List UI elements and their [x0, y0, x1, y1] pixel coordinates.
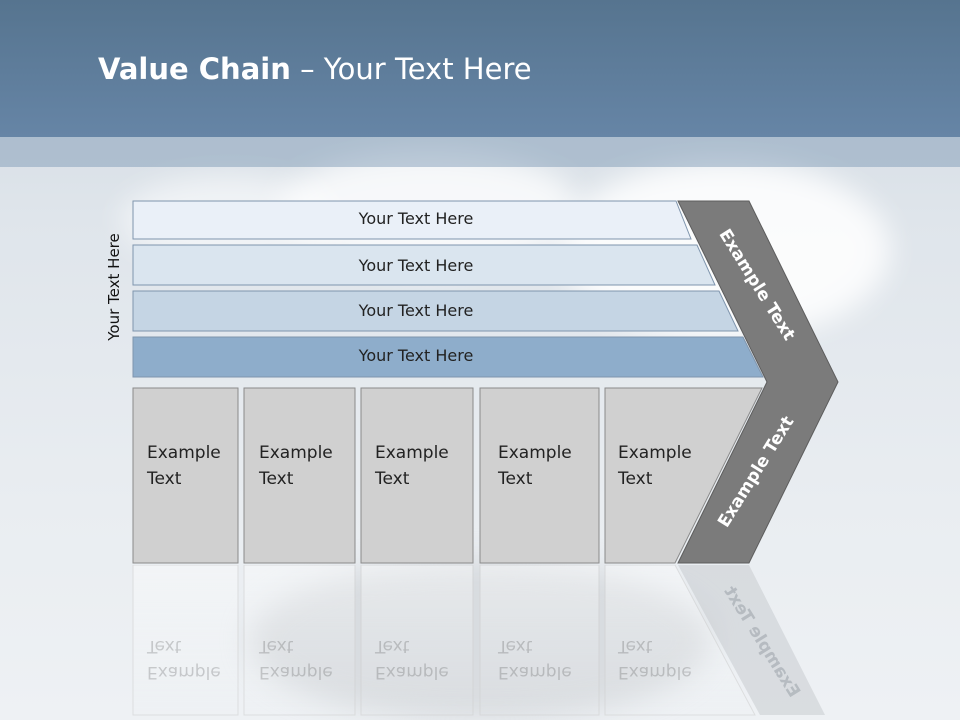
- row-label-2: Your Text Here: [358, 256, 474, 275]
- reflection-label: Example Text: [618, 633, 692, 685]
- activity-box-5: [604, 387, 763, 564]
- activity-label-line: Text: [375, 469, 410, 489]
- reflection-box: [132, 565, 239, 716]
- reflection-label: Example Text: [375, 633, 449, 685]
- reflection-label-line: Example: [375, 662, 449, 682]
- reflection-label-line: Example: [498, 662, 572, 682]
- reflection-label-line: Example: [259, 662, 333, 682]
- reflection-label: Example Text: [259, 633, 333, 685]
- reflection-label: Example Text: [498, 633, 572, 685]
- reflection-box: [479, 565, 600, 716]
- activity-box-2: [243, 387, 356, 564]
- reflection-label-line: Example: [147, 662, 221, 682]
- row-bar-2: [132, 244, 716, 286]
- row-bar-4: [132, 336, 764, 378]
- row-bar-1: [132, 200, 692, 240]
- title-rest: – Your Text Here: [290, 52, 532, 86]
- activity-label-line: Example: [618, 443, 692, 463]
- reflection-label-line: Text: [259, 636, 294, 656]
- title-bar: [0, 0, 960, 137]
- activity-label-line: Example: [375, 443, 449, 463]
- reflection-chevron: [678, 565, 825, 715]
- activity-label-line: Example: [259, 443, 333, 463]
- diagram-reflection: Example Text Example Text Example Text Exam…: [0, 565, 960, 720]
- activity-box-1: [132, 387, 239, 564]
- row-label-4: Your Text Here: [358, 346, 474, 365]
- reflection-box: [604, 565, 756, 716]
- activity-label-line: Text: [147, 469, 182, 489]
- row-label-1: Your Text Here: [358, 209, 474, 228]
- activity-label-line: Text: [259, 469, 294, 489]
- title-bold: Value Chain: [98, 52, 291, 86]
- reflection-label: Example Text: [147, 633, 221, 685]
- reflection-label-line: Text: [498, 636, 533, 656]
- reflection-label-line: Text: [375, 636, 410, 656]
- activity-label-line: Text: [498, 469, 533, 489]
- row-bar-3: [132, 290, 739, 332]
- chevron-arrow: [677, 200, 839, 564]
- activity-label-line: Example: [498, 443, 572, 463]
- header-strip: [0, 137, 960, 167]
- reflection-box: [243, 565, 356, 716]
- reflection-shapes: [132, 565, 825, 716]
- activity-label-line: Text: [618, 469, 653, 489]
- activity-box-3: [360, 387, 474, 564]
- reflection-label-line: Text: [147, 636, 182, 656]
- reflection-box: [360, 565, 474, 716]
- row-label-3: Your Text Here: [358, 301, 474, 320]
- activity-box-4: [479, 387, 600, 564]
- reflection-label-line: Text: [618, 636, 653, 656]
- reflection-label-line: Example: [618, 662, 692, 682]
- slide-title: Value Chain – Your Text Here: [98, 52, 532, 86]
- activity-label-line: Example: [147, 443, 221, 463]
